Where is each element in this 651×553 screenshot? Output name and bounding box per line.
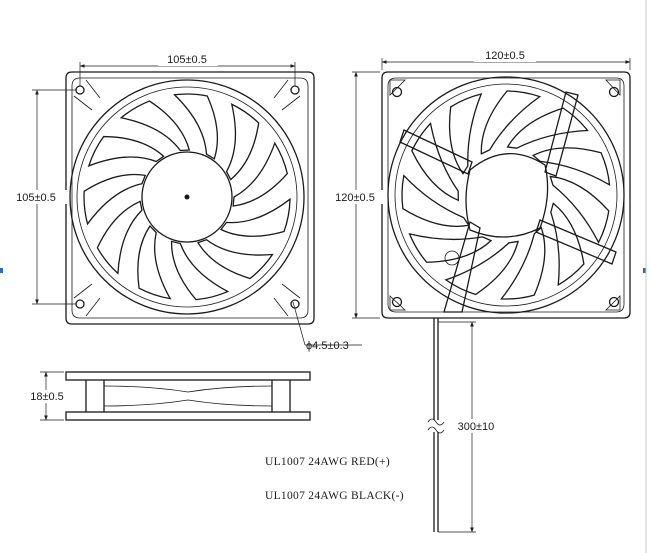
front-blade: [170, 240, 230, 301]
rear-blade: [550, 202, 585, 287]
front-blades: [83, 93, 291, 301]
side-bottom-flange: [65, 411, 311, 421]
hole-diameter-leader: [292, 301, 306, 346]
rear-hole-bl: [391, 296, 403, 308]
wire-black-label: UL1007 24AWG BLACK(-): [265, 490, 404, 502]
rear-blade: [480, 90, 542, 155]
front-blade: [173, 93, 219, 160]
front-venturi-outer: [69, 79, 305, 315]
hole-spacing-v-label: 105±0.5: [16, 192, 56, 204]
rear-blade: [532, 147, 611, 187]
front-frame-outer: [65, 71, 315, 325]
wire-red-label: UL1007 24AWG RED(+): [265, 456, 390, 468]
rear-view: [381, 71, 631, 319]
rear-blade: [506, 107, 589, 149]
lead-wires: 300±10: [427, 318, 500, 533]
rear-blade: [401, 174, 470, 227]
rear-blade: [411, 122, 459, 202]
front-blade: [137, 224, 172, 300]
spoke-right: [535, 219, 617, 265]
rear-blades: [401, 90, 611, 300]
front-dimensions: 105±0.5 105±0.5 ϕ4.5±0.3: [8, 52, 362, 352]
edge-marker-right: [643, 268, 646, 273]
hole-spacing-h-label: 105±0.5: [167, 54, 207, 66]
front-hub-center: [184, 194, 190, 200]
rear-frame-outer: [381, 71, 631, 319]
front-blade: [83, 173, 147, 226]
rear-blade: [444, 240, 519, 296]
rear-blade: [549, 175, 610, 244]
mount-hole-tl: [75, 85, 85, 95]
cable-length-label: 300±10: [458, 421, 495, 433]
rear-frame-inner: [387, 77, 625, 313]
front-blade: [232, 141, 288, 207]
front-blade: [119, 100, 191, 152]
rear-dimensions: 120±0.5 120±0.5: [326, 48, 631, 319]
mount-hole-tr: [290, 85, 300, 95]
front-frame-inner: [71, 77, 309, 319]
front-blade: [96, 200, 143, 275]
frame-height-label: 120±0.5: [335, 192, 375, 204]
edge-marker-left: [0, 268, 3, 273]
rear-hub: [465, 153, 549, 238]
side-view: 18±0.5: [24, 371, 311, 421]
spoke-left: [399, 129, 473, 175]
rear-hole-tl: [391, 86, 403, 98]
hole-diameter-label: ϕ4.5±0.3: [306, 340, 349, 352]
cable-clip: [444, 250, 460, 266]
front-blade: [87, 135, 165, 167]
rear-hole-br: [608, 296, 620, 308]
spoke-top: [544, 91, 579, 177]
rear-blade: [408, 232, 493, 263]
mount-hole-br: [290, 299, 300, 309]
side-top-flange: [65, 371, 311, 381]
mount-hole-bl: [75, 299, 85, 309]
front-view: [65, 71, 315, 325]
rear-blade: [448, 93, 483, 175]
frame-width-label: 120±0.5: [485, 50, 525, 62]
rear-venturi-outer: [387, 76, 625, 314]
spoke-cable: [443, 221, 481, 313]
thickness-label: 18±0.5: [30, 391, 64, 403]
front-hub: [141, 151, 233, 243]
rear-venturi-inner: [394, 83, 618, 307]
front-blade: [225, 103, 260, 181]
front-venturi-inner: [76, 86, 298, 308]
rear-blade: [500, 226, 546, 300]
front-blade: [197, 239, 274, 280]
rear-hole-tr: [608, 86, 620, 98]
front-blade: [219, 197, 291, 237]
